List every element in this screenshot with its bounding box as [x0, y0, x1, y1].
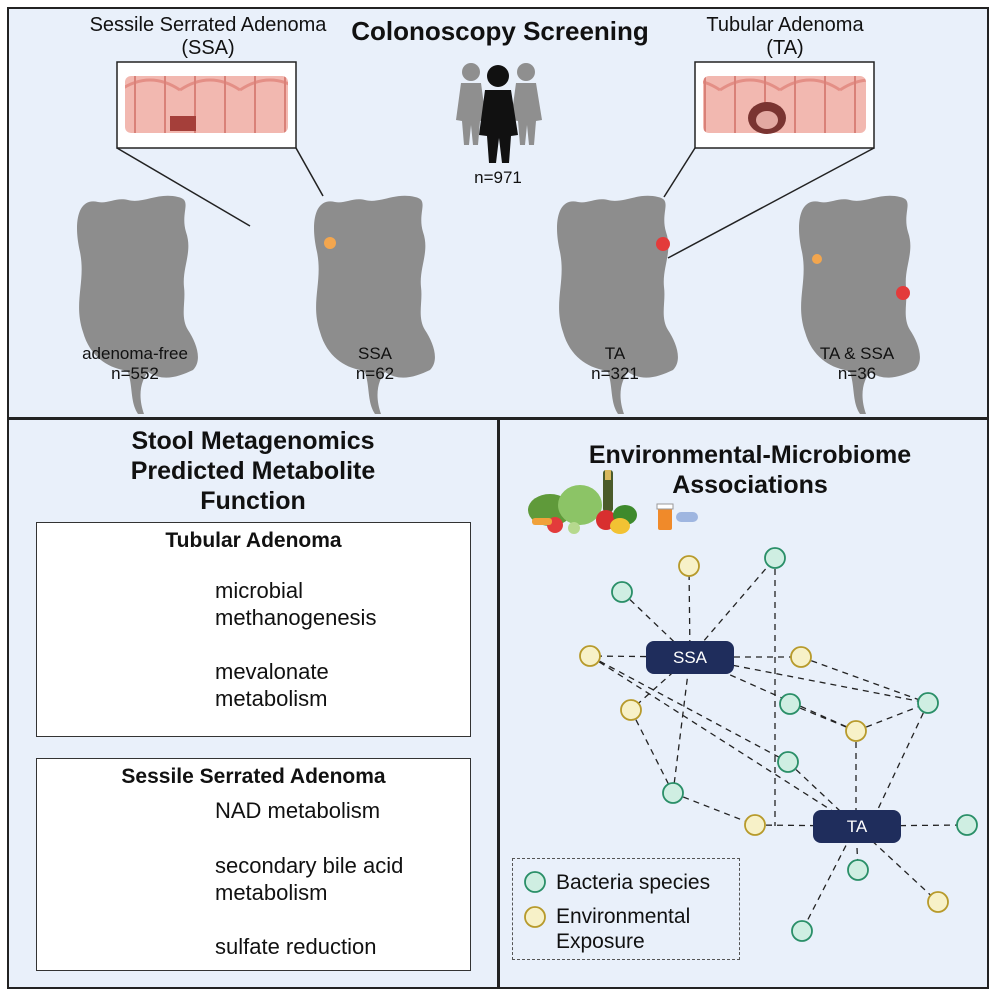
ssa-function-title: Sessile Serrated Adenoma: [121, 765, 386, 788]
ta-function-2: mevalonate metabolism: [215, 659, 329, 711]
colon-ssa: [314, 195, 435, 414]
bacteria-nodes: [611, 547, 978, 942]
ta-callout-image: [694, 61, 875, 149]
legend-bacteria-label: Bacteria species: [556, 871, 711, 894]
ssa-function-1: NAD metabolism: [215, 798, 381, 823]
ssa-function-2: secondary bile acid metabolism: [215, 853, 404, 905]
environmental-exposure-icons: [528, 470, 698, 534]
exposure-nodes: [579, 555, 949, 913]
colon-ta: [557, 195, 678, 414]
ta-hub-label: TA: [846, 817, 868, 836]
screening-title: Colonoscopy Screening: [351, 16, 649, 46]
population-icon: [456, 63, 542, 163]
ta-function-box: Tubular Adenoma: [36, 522, 471, 737]
ssa-callout-image: [116, 61, 297, 149]
ta-function-title: Tubular Adenoma: [165, 529, 342, 552]
ta-hub-node: [813, 810, 901, 843]
legend-bacteria-marker: [524, 871, 546, 893]
colon-ta-ssa: [799, 195, 920, 414]
ssa-hub-label: SSA: [672, 648, 708, 667]
ssa-hub-node: [646, 641, 734, 674]
ssa-function-3: sulfate reduction: [215, 934, 377, 959]
ta-function-1: microbial methanogenesis: [215, 578, 377, 630]
legend-exposure-marker: [524, 906, 546, 928]
ssa-callout-title: Sessile Serrated Adenoma (SSA): [89, 14, 327, 59]
network-legend: [512, 858, 740, 960]
legend-exposure-label: Environmental Exposure: [556, 905, 691, 953]
ssa-function-box: Sessile Serrated Adenoma: [36, 758, 471, 971]
population-count: n=971: [474, 168, 522, 187]
association-title: Environmental-Microbiome Associations: [588, 441, 912, 499]
ta-callout-title: Tubular Adenoma (TA): [706, 14, 864, 59]
metagenomics-title: Stool Metagenomics Predicted Metabolite …: [130, 427, 376, 515]
